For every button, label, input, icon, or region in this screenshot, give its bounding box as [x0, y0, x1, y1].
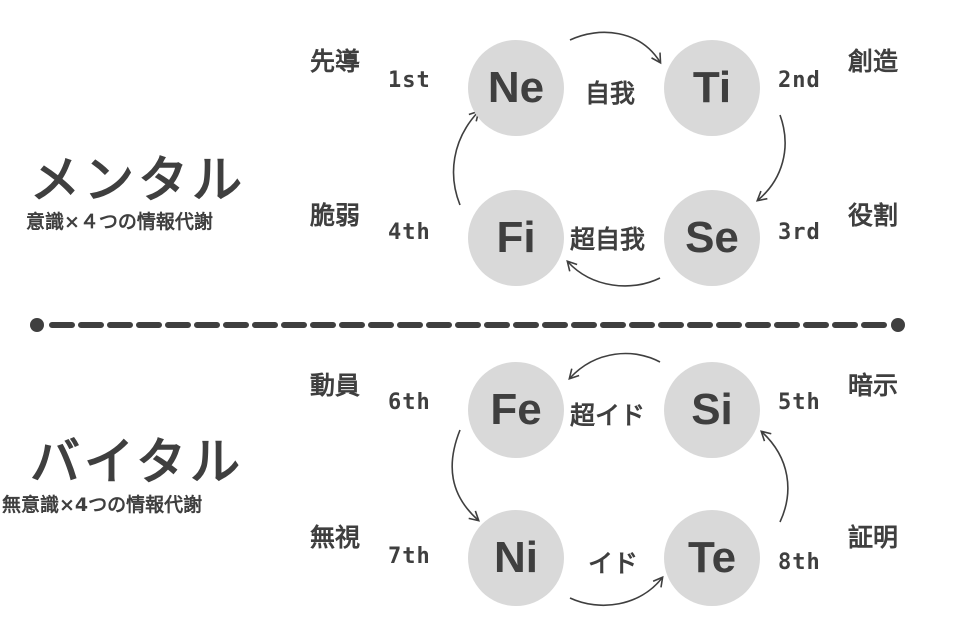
node-ni: Ni [468, 510, 564, 606]
divider-left-dot [30, 318, 44, 332]
vital-subtitle: 無意識×4つの情報代謝 [2, 494, 203, 516]
node-ti: Ti [664, 40, 760, 136]
arrow-si-to-fe [568, 352, 661, 380]
node-fe: Fe [468, 362, 564, 458]
role-label-si: 暗示 [848, 371, 899, 400]
arrow-fe-to-ni [451, 429, 480, 522]
arrow-te-to-si [760, 430, 789, 523]
role-label-te: 証明 [848, 523, 899, 552]
arrow-ti-to-se [755, 114, 786, 202]
link-label-ego: 自我 [585, 79, 636, 108]
ordinal-fe: 6th [388, 390, 431, 415]
role-label-fe: 動員 [310, 371, 361, 400]
link-label-id: イド [588, 549, 639, 578]
node-te: Te [664, 510, 760, 606]
vital-title: バイタル [30, 433, 244, 491]
arrow-se-to-fi [566, 260, 661, 287]
role-label-ne: 先導 [310, 47, 361, 76]
node-se: Se [664, 190, 760, 286]
role-label-ti: 創造 [848, 47, 899, 76]
mental-title: メンタル [30, 151, 246, 209]
ordinal-se: 3rd [778, 220, 821, 245]
ordinal-si: 5th [778, 390, 821, 415]
ordinal-ti: 2nd [778, 68, 821, 93]
role-label-fi: 脆弱 [310, 201, 361, 230]
ordinal-te: 8th [778, 550, 821, 575]
node-fi: Fi [468, 190, 564, 286]
role-label-se: 役割 [848, 201, 899, 230]
link-label-super-id: 超イド [570, 401, 646, 430]
arrow-ne-to-ti [569, 31, 662, 65]
ordinal-ni: 7th [388, 544, 431, 569]
node-ne: Ne [468, 40, 564, 136]
link-label-superego: 超自我 [570, 225, 646, 254]
ordinal-ne: 1st [388, 68, 431, 93]
ordinal-fi: 4th [388, 220, 431, 245]
divider-right-dot [891, 318, 905, 332]
mental-subtitle: 意識×４つの情報代謝 [26, 211, 213, 233]
arrow-ni-to-te [569, 575, 664, 607]
node-si: Si [664, 362, 760, 458]
arrow-fi-to-ne [452, 110, 480, 206]
role-label-ni: 無視 [310, 523, 361, 552]
